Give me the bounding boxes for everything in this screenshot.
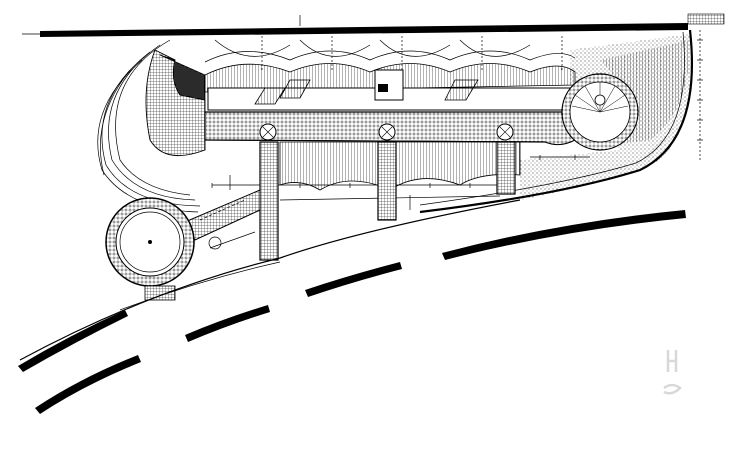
site-edge-line [19, 199, 521, 361]
watermark-mark [663, 350, 682, 395]
promenade-paving [204, 111, 576, 146]
dimension-marks [211, 155, 590, 188]
diagonal-path [184, 189, 261, 249]
road-markings [18, 210, 686, 414]
left-wing-plaza [97, 39, 206, 213]
lower-circular-plaza [105, 197, 222, 301]
right-fountain-plaza [561, 73, 639, 151]
top-boundary-wall [22, 13, 725, 37]
